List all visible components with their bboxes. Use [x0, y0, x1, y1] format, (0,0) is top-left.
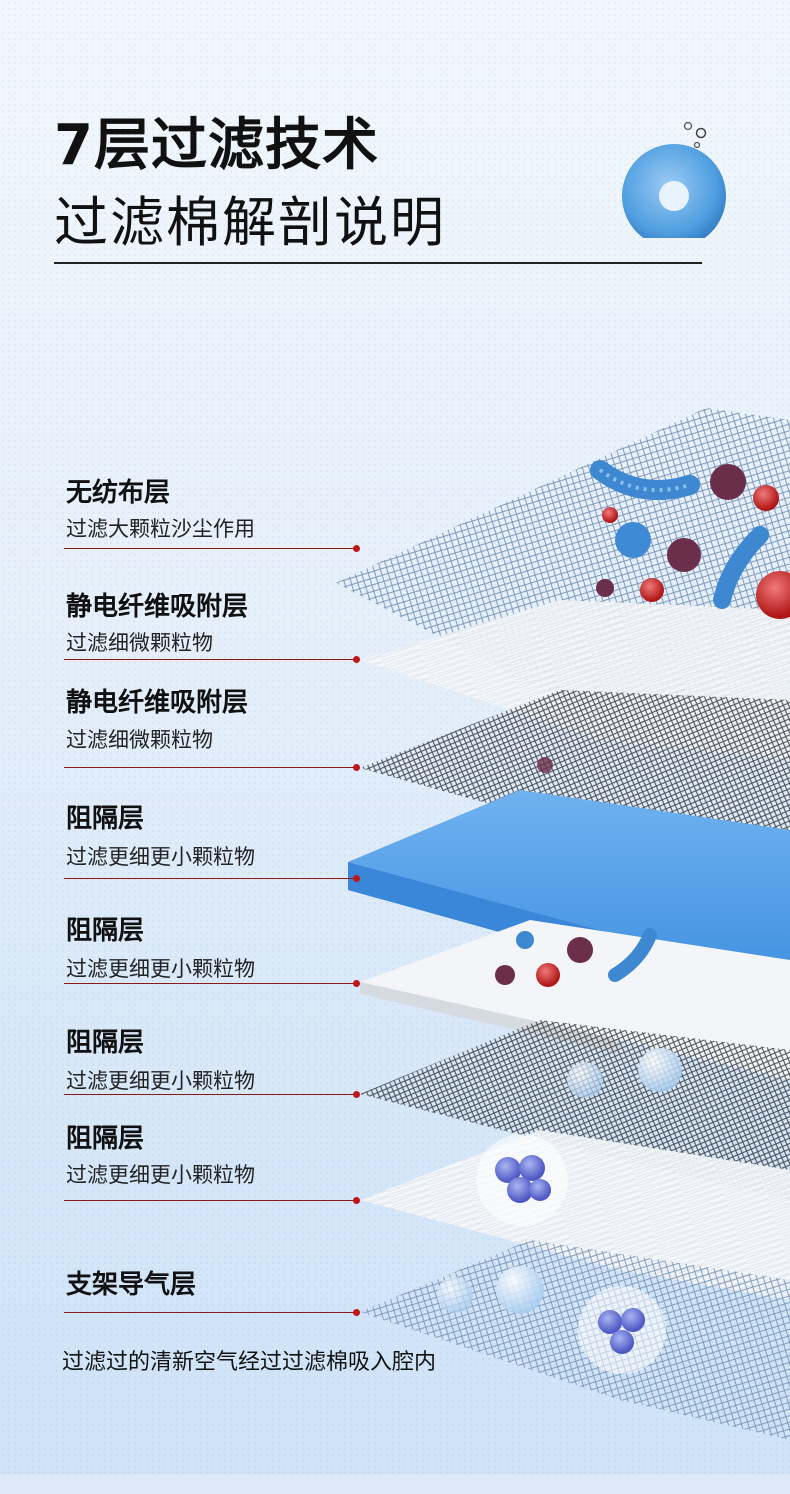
layer-4-marker: [353, 875, 360, 882]
layer-4-title: 阻隔层: [66, 798, 144, 835]
layer-3-title: 静电纤维吸附层: [66, 682, 248, 719]
layer-8-marker: [353, 1309, 360, 1316]
layer-3-leader: [64, 767, 356, 768]
layer-1-marker: [353, 545, 360, 552]
layer-6-leader: [64, 1094, 356, 1095]
layer-5-desc: 过滤更细更小颗粒物: [66, 953, 255, 983]
footer-note: 过滤过的清新空气经过过滤棉吸入腔内: [62, 1344, 436, 1376]
layer-8-title: 支架导气层: [66, 1264, 196, 1301]
bottom-strip: [0, 1474, 790, 1494]
layer-5-title: 阻隔层: [66, 910, 144, 947]
layer-7-leader: [64, 1200, 356, 1201]
layer-1-desc: 过滤大颗粒沙尘作用: [66, 513, 255, 543]
layer-2-title: 静电纤维吸附层: [66, 586, 248, 623]
layer-3-desc: 过滤细微颗粒物: [66, 724, 213, 754]
layer-7-desc: 过滤更细更小颗粒物: [66, 1159, 255, 1189]
layer-6-marker: [353, 1091, 360, 1098]
layer-3-marker: [353, 764, 360, 771]
layer-4-leader: [64, 878, 356, 879]
layer-6-title: 阻隔层: [66, 1022, 144, 1059]
layer-1-leader: [64, 548, 356, 549]
layer-1-title: 无纺布层: [66, 472, 170, 509]
layer-2-marker: [353, 656, 360, 663]
layer-7-title: 阻隔层: [66, 1118, 144, 1155]
layer-6-desc: 过滤更细更小颗粒物: [66, 1065, 255, 1095]
layer-5-marker: [353, 980, 360, 987]
layer-2-leader: [64, 659, 356, 660]
layer-5-leader: [64, 983, 356, 984]
layer-2-desc: 过滤细微颗粒物: [66, 627, 213, 657]
layer-4-desc: 过滤更细更小颗粒物: [66, 841, 255, 871]
layer-7-marker: [353, 1197, 360, 1204]
layer-8-leader: [64, 1312, 356, 1313]
